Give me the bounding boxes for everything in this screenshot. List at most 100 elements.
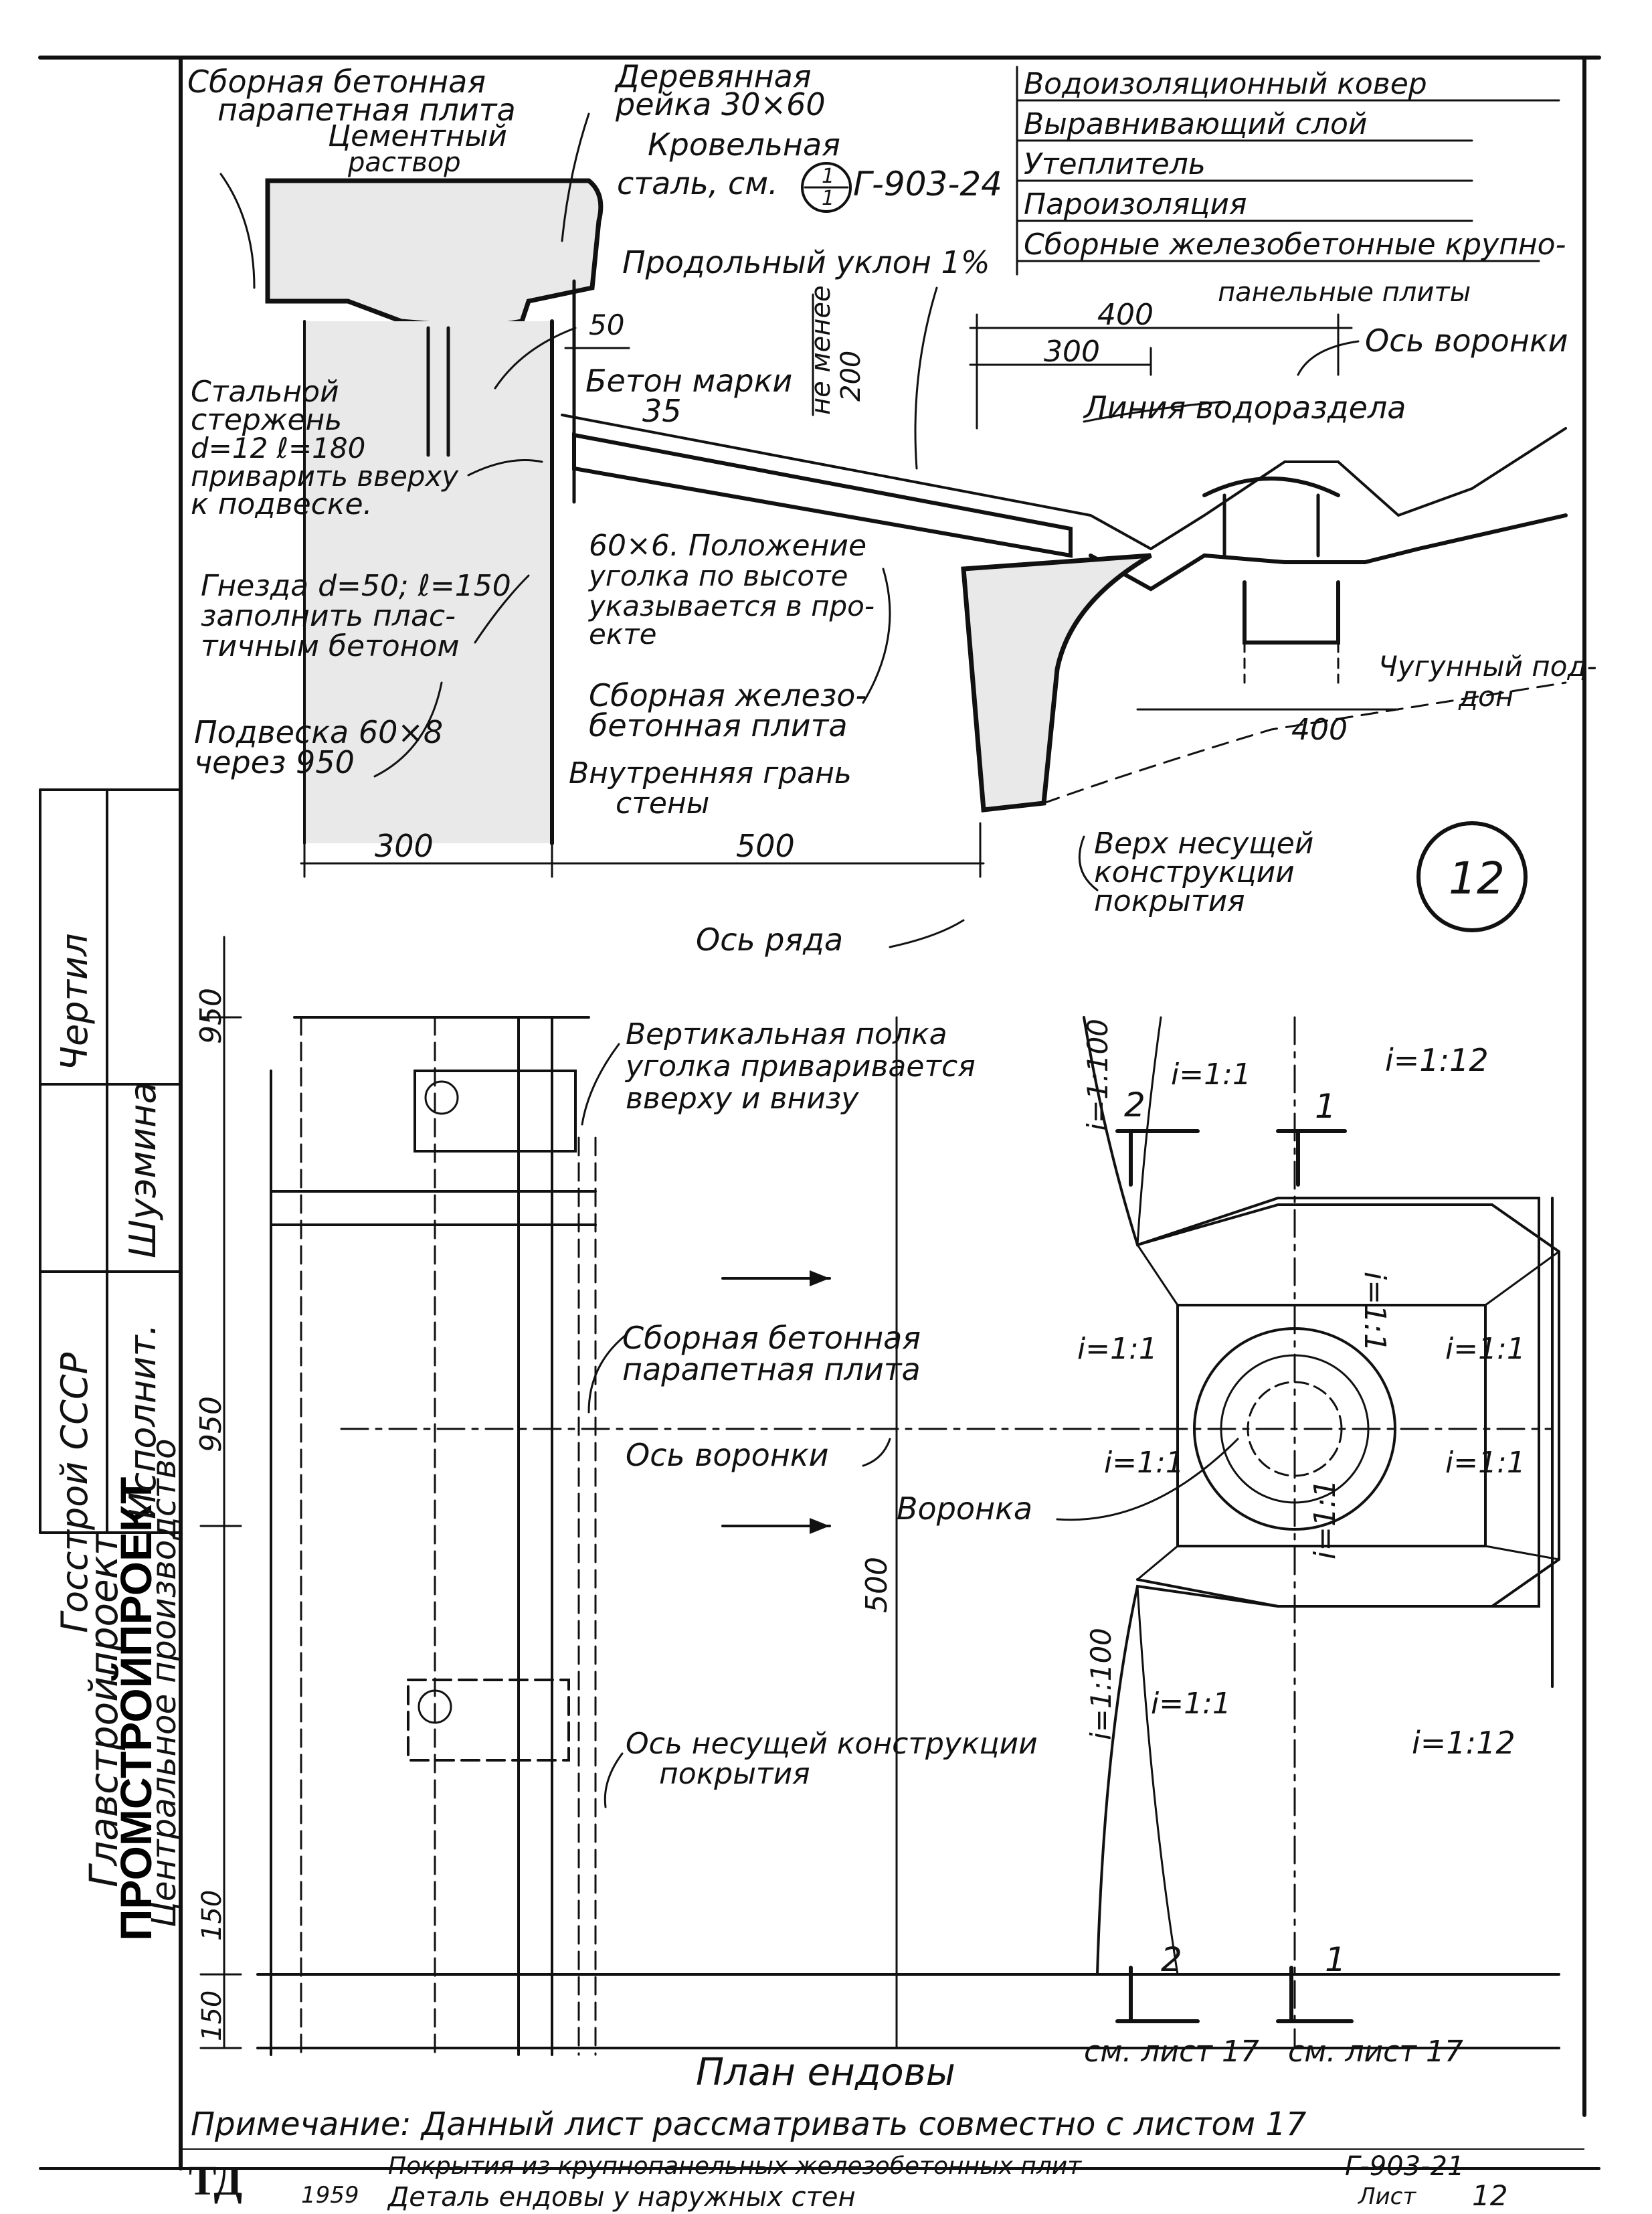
- precast-rc-slab-1: Сборная железо-: [589, 677, 866, 713]
- cement-mortar-label-2: раствор: [347, 147, 461, 178]
- sheet-note: Примечание: Данный лист рассматривать со…: [191, 2106, 1307, 2143]
- slope-1-1-e: i=1:1: [1104, 1446, 1184, 1480]
- vertical-flange-2: уголка приваривается: [624, 1049, 976, 1084]
- bearing-top-3: покрытия: [1094, 884, 1245, 918]
- slope-1-1-a: i=1:1: [1171, 1057, 1251, 1092]
- cement-mortar-label-1: Цементный: [328, 119, 507, 153]
- title-logo: ТД: [189, 2158, 243, 2204]
- roofing-ref-num: 1: [822, 165, 834, 188]
- concrete-grade-2: 35: [642, 393, 682, 429]
- dim-150-a: 150: [197, 1890, 227, 1941]
- layer-leveling: Выравнивающий слой: [1024, 107, 1368, 141]
- dim-150-b: 150: [197, 1990, 227, 2041]
- row-axis-label: Ось ряда: [696, 922, 843, 958]
- title-line-2: Деталь ендовы у наружных стен: [388, 2182, 856, 2213]
- funnel-axis-label: Ось воронки: [1365, 323, 1568, 359]
- sockets-3: тичным бетоном: [201, 629, 460, 663]
- sockets-2: заполнить плас-: [201, 599, 456, 633]
- dim-500-bottom: 500: [736, 828, 795, 864]
- vertical-flange-1: Вертикальная полка: [626, 1017, 947, 1051]
- cut-2-top: 2: [1124, 1086, 1145, 1124]
- cut-1-top: 1: [1315, 1087, 1336, 1126]
- slope-1-1-d: i=1:1: [1445, 1332, 1526, 1366]
- hanger-1: Подвеска 60×8: [194, 714, 443, 750]
- concrete-grade-1: Бетон марки: [585, 363, 792, 399]
- slope-1-12-bottom: i=1:12: [1412, 1725, 1516, 1761]
- dim-950-b: 950: [194, 1396, 228, 1452]
- not-less-value: 200: [836, 351, 866, 402]
- sheet-number: 12: [1472, 2179, 1508, 2212]
- angle-note-1: 60×6. Положение: [589, 529, 866, 563]
- funnel-label: Воронка: [897, 1491, 1032, 1527]
- slope-1-1-g: i=1:1: [1308, 1479, 1342, 1559]
- roof-layers-table: Водоизоляционный ковер Выравнивающий сло…: [1016, 66, 1566, 308]
- inner-face-2: стены: [616, 786, 709, 821]
- bearing-axis-2: покрытия: [659, 1757, 810, 1791]
- slope-1-1-b: i=1:1: [1358, 1272, 1392, 1352]
- vertical-flange-3: вверху и внизу: [626, 1082, 859, 1116]
- stamp-performer-name: Шуэмина: [122, 1082, 164, 1258]
- cast-iron-tray-1: Чугунный под-: [1378, 650, 1597, 683]
- bearing-top-1: Верх несущей: [1094, 827, 1313, 861]
- angle-note-2: уголка по высоте: [587, 560, 848, 592]
- angle-note-3: указывается в про-: [587, 590, 875, 622]
- stamp-org3: Центральное производство: [145, 1438, 183, 1928]
- dim-50: 50: [589, 309, 624, 341]
- slope-1-1-f: i=1:1: [1445, 1446, 1526, 1480]
- plan-labels: Вертикальная полка уголка приваривается …: [191, 1017, 1526, 2143]
- plan-title: План ендовы: [696, 2051, 955, 2094]
- stamp-performer-label: Исполнит.: [122, 1324, 164, 1519]
- inner-face-1: Внутренняя грань: [569, 756, 852, 790]
- watershed-label: Линия водораздела: [1083, 390, 1406, 426]
- title-block-overlay: ТД 1959 Покрытия из крупнопанельных желе…: [181, 2148, 1584, 2213]
- dim-300-top: 300: [1044, 335, 1100, 369]
- steel-rod-1: Стальной: [191, 375, 339, 409]
- slope-1-100-bottom: i=1:100: [1085, 1628, 1117, 1740]
- cut-1-bottom: 1: [1325, 1940, 1346, 1979]
- stamp-org1: Главстройпроект: [81, 1531, 126, 1887]
- sockets-1: Гнезда d=50; ℓ=150: [201, 569, 511, 603]
- stamp-fragment: Чертил: [54, 933, 96, 1071]
- layer-waterproofing: Водоизоляционный ковер: [1024, 67, 1427, 101]
- stamp-org2: ПРОМСТРОЙПРОЕКТ: [110, 1477, 161, 1941]
- plan-parapet-slab-1: Сборная бетонная: [622, 1320, 921, 1356]
- cut-2-bottom: 2: [1161, 1940, 1182, 1979]
- dim-400-top: 400: [1097, 298, 1154, 332]
- section-labels: Сборная бетонная парапетная плита Деревя…: [187, 58, 1597, 958]
- title-year: 1959: [301, 2182, 359, 2209]
- steel-rod-4: приварить вверху: [191, 460, 459, 493]
- slope-1-1-h: i=1:1: [1151, 1687, 1231, 1721]
- steel-rod-3: d=12 ℓ=180: [191, 432, 365, 464]
- bearing-axis-1: Ось несущей конструкции: [626, 1727, 1038, 1761]
- steel-rod-2: стержень: [191, 403, 342, 437]
- layer-precast-slabs-2: панельные плиты: [1218, 277, 1471, 308]
- precast-rc-slab-2: бетонная плита: [589, 707, 848, 744]
- wood-batten-label-2: рейка 30×60: [615, 86, 826, 122]
- title-line-1: Покрытия из крупнопанельных железобетонн…: [388, 2152, 1082, 2180]
- dim-300-bottom: 300: [375, 828, 434, 864]
- layer-vapor-barrier: Пароизоляция: [1024, 187, 1247, 222]
- plan-parapet-slab-2: парапетная плита: [622, 1351, 921, 1387]
- longitudinal-slope-label: Продольный уклон 1%: [622, 244, 990, 280]
- cast-iron-tray-2: дон: [1458, 680, 1513, 713]
- wood-batten-label-1: Деревянная: [614, 58, 812, 94]
- see-sheet-right: см. лист 17: [1288, 2035, 1463, 2069]
- hanger-2: через 950: [194, 744, 355, 780]
- parapet-slab-label-2: парапетная плита: [217, 92, 516, 128]
- dim-400-bottom: 400: [1291, 713, 1348, 747]
- side-stamp: Госстрой СССР Главстройпроект ПРОМСТРОЙП…: [39, 788, 183, 1941]
- slope-1-1-c: i=1:1: [1077, 1332, 1158, 1366]
- roofing-steel-label-1: Кровельная: [648, 126, 840, 163]
- roofing-ref-den: 1: [822, 187, 834, 210]
- title-code: Г-903-21: [1345, 2151, 1465, 2182]
- steel-rod-5: к подвеске.: [191, 487, 373, 521]
- roofing-ref-sheet: Г-903-24: [853, 165, 1002, 203]
- angle-note-4: екте: [589, 618, 657, 651]
- layer-precast-slabs-1: Сборные железобетонные крупно-: [1024, 228, 1566, 262]
- section-drawing: [219, 112, 1568, 932]
- layer-insulation: Утеплитель: [1024, 147, 1206, 181]
- sheet-label: Лист: [1358, 2183, 1416, 2210]
- not-less-label: не менее: [806, 285, 836, 415]
- stamp-cut-text: Госстрой СССР: [54, 1352, 96, 1633]
